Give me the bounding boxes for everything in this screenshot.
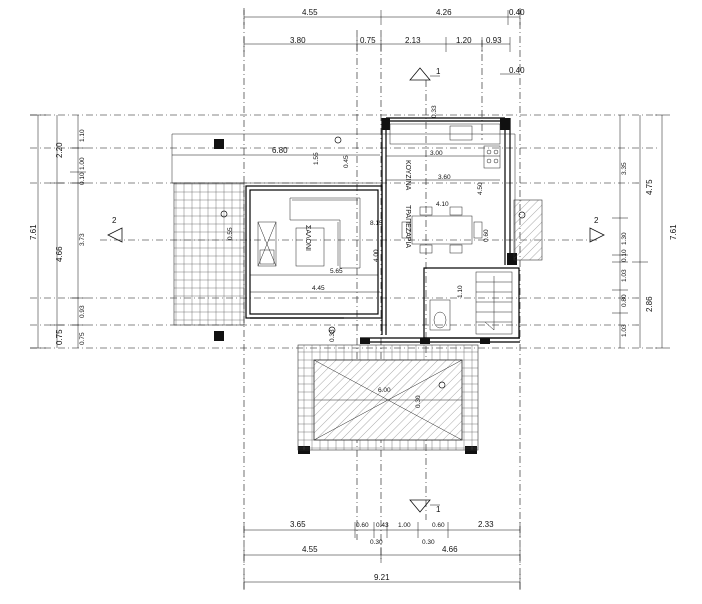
dim-right-1-30: 1.30: [621, 232, 628, 245]
section-mark-1-top: 1: [409, 67, 441, 81]
dim-left-0-75-b: 0.75: [79, 332, 86, 345]
dim-int-5-65: 5.65: [330, 268, 343, 275]
dim-bottom-0-30: 0.30: [370, 539, 383, 546]
dim-int-6-00: 6.00: [378, 387, 391, 394]
dim-int-0-60: 0.60: [483, 229, 490, 242]
dim-right-7-61: 7.61: [669, 224, 678, 240]
dim-int-3-60: 3.60: [438, 174, 451, 181]
dim-top-1-20: 1.20: [456, 36, 472, 45]
dim-left-0-10: 0.10: [79, 172, 86, 185]
dim-int-4-10: 4.10: [436, 201, 449, 208]
dim-right-1-03-b: 1.03: [621, 324, 628, 337]
column-markers: [220, 136, 526, 389]
dim-left-1-10: 1.10: [79, 129, 86, 142]
dim-bottom-4-66: 4.66: [442, 545, 458, 554]
dim-top-0-40-b: 0.40: [509, 66, 525, 75]
staircase: [429, 271, 513, 335]
section-label-1-bottom: 1: [436, 505, 441, 514]
balcony-right: [513, 199, 543, 261]
porch: [297, 344, 479, 451]
dim-bottom-0-60: 0.60: [356, 522, 369, 529]
dim-top-3-80: 3.80: [290, 36, 306, 45]
terrace-left: [173, 182, 245, 326]
dim-right-1-03: 1.03: [621, 269, 628, 282]
dim-top-2-13: 2.13: [405, 36, 421, 45]
room-label-living: ΣΑΛΟΝΙ: [304, 225, 311, 251]
dim-bottom-1-00: 1.00: [398, 522, 411, 529]
dim-bottom-9-21: 9.21: [374, 573, 390, 582]
dim-int-4-00: 4.00: [373, 249, 380, 262]
dim-top-0-93: 0.93: [486, 36, 502, 45]
dim-left-0-93: 0.93: [79, 305, 86, 318]
dining-furniture: [401, 206, 483, 254]
section-mark-2-left: 2: [107, 216, 123, 243]
section-label-2-right: 2: [594, 216, 599, 225]
dim-int-6-80: 6.80: [272, 146, 288, 155]
dim-left-3-73: 3.73: [79, 233, 86, 246]
dim-top-0-40: 0.40: [509, 8, 525, 17]
dim-right-2-86: 2.86: [645, 296, 654, 312]
room-label-dining: ΤΡΑΠΕΖΑΡΙΑ: [404, 205, 411, 248]
dim-bottom-0-30-b: 0.30: [422, 539, 435, 546]
dim-right-0-80: 0.80: [621, 294, 628, 307]
kitchen-furniture: [389, 123, 501, 169]
dim-int-0-45: 0.45: [343, 155, 350, 168]
bottom-dimensions: 3.65 0.60 0.43 1.00 0.60 2.33 0.30 0.30 …: [243, 520, 521, 590]
grid-axes: [30, 8, 660, 590]
left-dimensions: 7.61 2.20 4.66 0.75 1.10 1.00 0.10 3.73 …: [29, 114, 86, 349]
dim-int-0-30: 0.30: [415, 395, 422, 408]
dim-bottom-4-55: 4.55: [302, 545, 318, 554]
dim-left-4-66: 4.66: [55, 246, 64, 262]
dim-int-1-10: 1.10: [457, 285, 464, 298]
building-walls: [171, 117, 520, 343]
section-mark-2-right: 2: [589, 216, 605, 243]
dim-int-8-15: 8.15: [370, 220, 383, 227]
dim-int-4-50: 4.50: [477, 182, 484, 195]
dim-top-4-26: 4.26: [436, 8, 452, 17]
dim-int-4-45: 4.45: [312, 285, 325, 292]
section-label-2-left: 2: [112, 216, 117, 225]
dim-bottom-2-33: 2.33: [478, 520, 494, 529]
section-mark-1-bottom: 1: [409, 499, 441, 514]
dim-int-3-00: 3.00: [430, 150, 443, 157]
interior-dimensions: 6.80 1.55 0.45 0.33 3.00 3.60 4.50 8.15 …: [172, 105, 500, 408]
living-furniture: [257, 197, 361, 269]
dim-int-1-55: 1.55: [313, 152, 320, 165]
dim-left-0-75: 0.75: [55, 329, 64, 345]
dim-bottom-0-60-b: 0.60: [432, 522, 445, 529]
room-label-kitchen: ΚΟΥΖΙΝΑ: [404, 160, 411, 191]
dim-left-1-00: 1.00: [79, 157, 86, 170]
section-label-1-top: 1: [436, 67, 441, 76]
dim-bottom-0-43: 0.43: [376, 522, 389, 529]
right-dimensions: 7.61 4.75 2.86 3.35 1.30 0.10 1.03 0.80 …: [612, 114, 678, 349]
dim-top-0-75: 0.75: [360, 36, 376, 45]
dim-int-0-33: 0.33: [431, 105, 438, 118]
dim-right-0-10: 0.10: [621, 249, 628, 262]
dim-top-4-55: 4.55: [302, 8, 318, 17]
dim-right-4-75: 4.75: [645, 179, 654, 195]
top-dimensions: 4.55 4.26 0.40 3.80 0.75 2.13 1.20 0.93 …: [243, 8, 525, 75]
dim-int-0-33-b: 0.33: [329, 329, 336, 342]
dim-bottom-3-65: 3.65: [290, 520, 306, 529]
dim-right-3-35: 3.35: [621, 162, 628, 175]
dim-int-0-55: 0.55: [227, 227, 234, 240]
dim-left-2-20: 2.20: [55, 142, 64, 158]
dim-left-7-61: 7.61: [29, 224, 38, 240]
